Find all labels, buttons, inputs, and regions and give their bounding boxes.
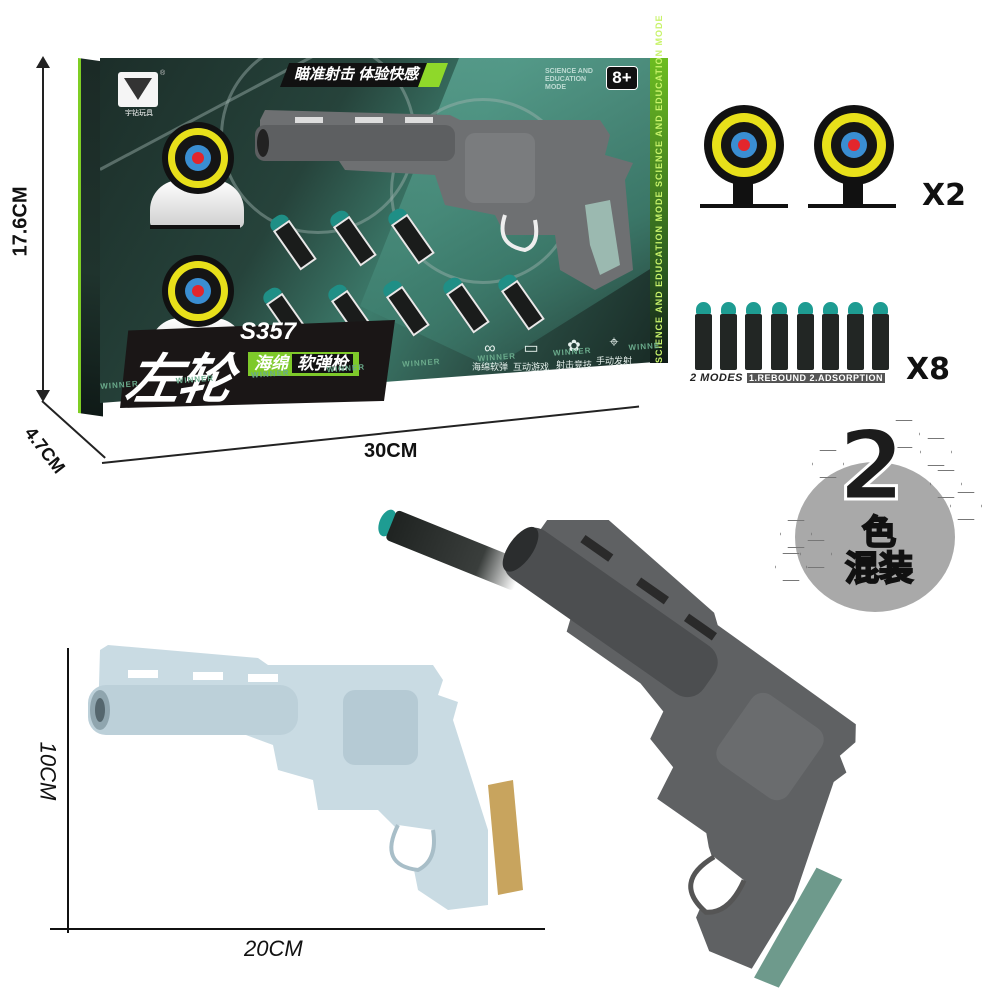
subtitle-part2: 软弹枪 xyxy=(292,354,353,373)
subtitle-part1: 海绵 xyxy=(254,354,288,373)
hexagon-decoration xyxy=(930,470,962,498)
feature-interactive-game: ▭互动游戏 xyxy=(503,338,559,373)
crosshair-icon: ⌖ xyxy=(609,334,619,351)
target-post xyxy=(733,183,753,205)
box-green-strip: SCIENCE AND EDUCATION MODE SCIENCE AND E… xyxy=(650,14,668,363)
brand-text: 宇钻玩具 xyxy=(125,110,153,117)
gun-height-line xyxy=(67,648,69,933)
hexagon-decoration xyxy=(950,492,982,520)
target-stand xyxy=(700,204,788,208)
gun-width-label: 20CM xyxy=(244,936,303,961)
accessory-dart xyxy=(720,302,737,370)
box-depth-label: 4.7CM xyxy=(20,423,70,478)
hexagon-decoration xyxy=(800,540,832,568)
feature-shooting: ✿射击竞技 xyxy=(546,336,602,371)
hexagon-decoration xyxy=(888,420,920,448)
age-badge: 8+ xyxy=(606,66,638,90)
accessory-dart xyxy=(872,302,889,370)
cards-icon: ▭ xyxy=(523,340,539,357)
accessory-dart xyxy=(771,302,788,370)
foam-dart-icon: ∞ xyxy=(484,340,496,357)
accessory-dart xyxy=(695,302,712,370)
gun-width-line xyxy=(50,928,545,930)
accessory-target xyxy=(814,105,894,185)
registered-mark: ® xyxy=(160,70,166,77)
accessory-dart xyxy=(847,302,864,370)
box-height-label: 17.6CM xyxy=(9,186,32,257)
color-mix-text: 色 混装 xyxy=(844,514,914,588)
feature-foam-dart: ∞海绵软弹 xyxy=(462,340,518,373)
box-side-panel xyxy=(78,58,103,417)
hexagon-decoration xyxy=(812,450,844,478)
accessory-dart xyxy=(822,302,839,370)
accessory-target xyxy=(704,105,784,185)
feature-manual-launch: ⌖手动发射 xyxy=(586,334,642,367)
target-stand xyxy=(808,204,896,208)
darts-count: X8 xyxy=(906,352,951,387)
science-mode-text: SCIENCE AND EDUCATION MODE xyxy=(545,68,593,91)
arrow-down-icon xyxy=(36,390,50,402)
accessory-dart xyxy=(745,302,762,370)
box-target xyxy=(162,255,234,327)
target-post xyxy=(843,183,863,205)
modes-detail: 1.REBOUND 2.ADSORPTION xyxy=(747,373,886,383)
flower-icon: ✿ xyxy=(567,338,581,355)
height-dimension-line xyxy=(42,60,44,395)
dark-grey-revolver xyxy=(502,520,856,988)
targets-count: X2 xyxy=(922,178,967,213)
hexagon-decoration xyxy=(920,438,952,466)
color-count: 2 xyxy=(837,410,907,522)
product-subtitle: 海绵软弹枪 xyxy=(248,352,359,376)
hexagon-decoration xyxy=(775,553,807,581)
product-model: S357 xyxy=(240,318,297,345)
color-mix-badge xyxy=(795,462,955,612)
logo-v-icon xyxy=(124,78,152,100)
box-width-label: 30CM xyxy=(364,440,418,462)
arrow-up-icon xyxy=(36,56,50,68)
box-revolver-image xyxy=(255,110,633,290)
slogan-banner: 瞄准射击 体验快感 xyxy=(280,63,433,87)
gun-height-label: 10CM xyxy=(35,741,61,801)
box-target xyxy=(162,122,234,194)
light-blue-revolver xyxy=(88,645,523,910)
accessory-dart xyxy=(797,302,814,370)
brand-logo xyxy=(118,72,158,107)
target-stand xyxy=(150,225,240,229)
hexagon-decoration xyxy=(780,520,812,548)
